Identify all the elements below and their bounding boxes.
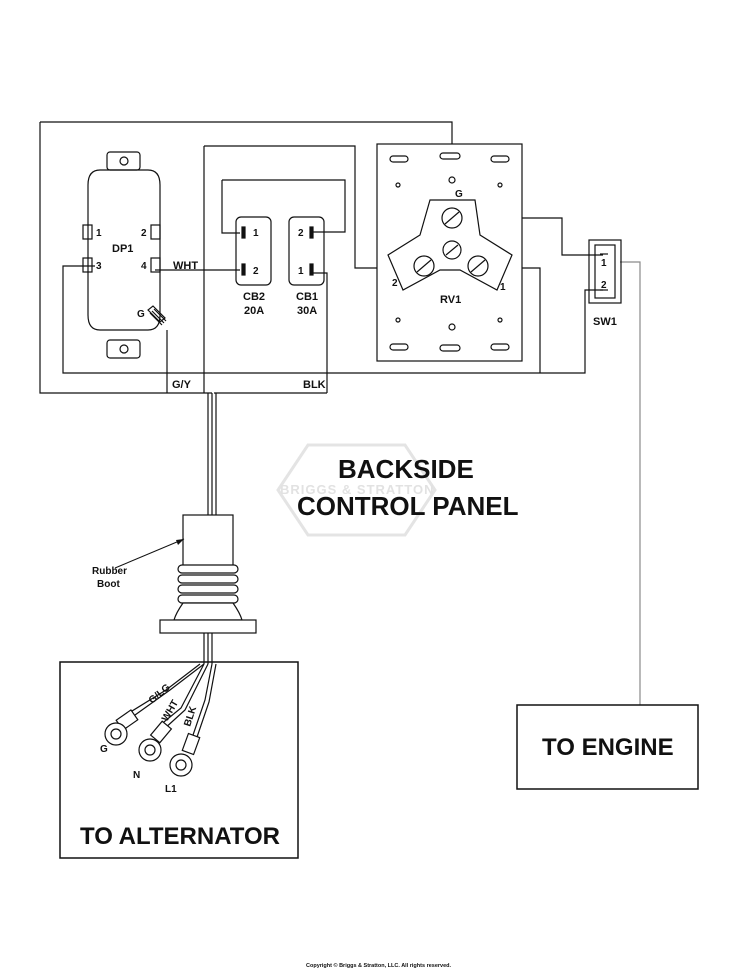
alternator-leads (104, 663, 217, 777)
boot-label-line-1: Rubber (92, 566, 127, 577)
cb2-pin-1: 1 (253, 228, 259, 239)
alternator-box-label: TO ALTERNATOR (80, 823, 280, 850)
harness-lower (203, 633, 213, 664)
dp1-ground-label: G (137, 309, 145, 320)
boot-label-line-2: Boot (97, 579, 120, 590)
title-line-1: BACKSIDE (338, 454, 474, 484)
title-line-2: CONTROL PANEL (297, 491, 519, 521)
cb1-pin-1: 1 (298, 266, 304, 277)
cb2-pin-2: 2 (253, 266, 259, 277)
dp1-pin-4: 4 (141, 261, 147, 272)
watermark-text: BRIGGS & STRATTON (280, 482, 434, 497)
sw1-pin-1: 1 (601, 258, 607, 269)
cb2-rating: 20A (244, 305, 264, 317)
rv1-pin-1: 1 (500, 282, 506, 293)
dp1-pin-3: 3 (96, 261, 102, 272)
watermark-logo: BRIGGS & STRATTON (276, 443, 437, 537)
dp1-receptacle (82, 151, 167, 359)
rv1-pin-g: G (455, 189, 463, 200)
rv1-plate (376, 143, 523, 362)
rubber-boot (159, 514, 257, 634)
engine-box-label: TO ENGINE (542, 734, 674, 761)
cb2-breaker (235, 216, 272, 286)
copyright-text: Copyright © Briggs & Stratton, LLC. All … (306, 962, 452, 969)
sw1-switch (588, 239, 622, 304)
alternator-box (59, 661, 299, 859)
dp1-pin-2: 2 (141, 228, 147, 239)
cb1-breaker (288, 216, 325, 286)
terminal-label-g: G (100, 744, 108, 755)
cb1-pin-2: 2 (298, 228, 304, 239)
engine-wire (620, 261, 641, 705)
terminal-label-n: N (133, 770, 140, 781)
wire-label-gy: G/Y (172, 379, 192, 391)
rv1-pin-2: 2 (392, 278, 398, 289)
terminal-label-l1: L1 (165, 784, 177, 795)
sw1-pin-2: 2 (601, 280, 607, 291)
engine-box (516, 704, 699, 790)
cb1-rating: 30A (297, 305, 317, 317)
sw1-label: SW1 (593, 316, 617, 328)
dp1-pin-1: 1 (96, 228, 102, 239)
boot-pointer (114, 538, 185, 569)
cb1-label: CB1 (296, 291, 318, 303)
boot-pointer-arrow (176, 539, 184, 545)
rv1-label: RV1 (440, 294, 461, 306)
wire-label-blk: BLK (303, 379, 326, 391)
cb2-label: CB2 (243, 291, 265, 303)
wire-label-wht: WHT (173, 260, 198, 272)
dp1-label: DP1 (112, 243, 133, 255)
